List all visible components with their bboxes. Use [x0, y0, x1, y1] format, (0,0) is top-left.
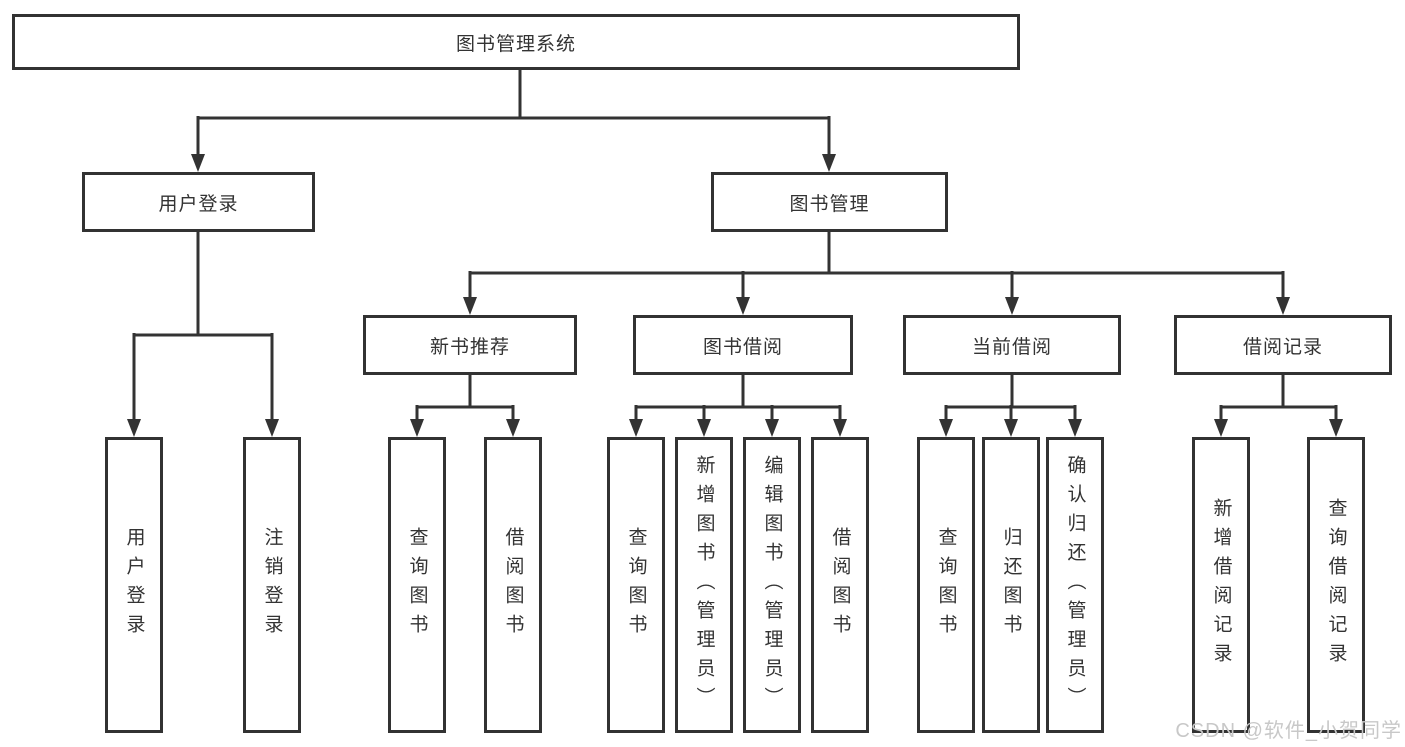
node-label: 注销登录: [261, 527, 283, 643]
csdn-watermark: CSDN @软件_小贺同学: [1175, 720, 1402, 742]
node-label: 查询图书: [625, 527, 647, 643]
node-label: 当前借阅: [971, 336, 1052, 358]
node-label: 新书推荐: [429, 336, 510, 358]
node-label: 归还图书: [1000, 527, 1022, 643]
node-user-login: 用户登录: [82, 172, 315, 232]
connector-book-borrow-to-leaves: [629, 375, 847, 437]
node-leaf-return-books: 归还图书: [982, 437, 1040, 733]
node-leaf-borrow-books-borrowing: 借阅图书: [811, 437, 869, 733]
node-label: 新增图书（管理员）: [693, 454, 715, 716]
node-new-book-recommend: 新书推荐: [363, 315, 577, 375]
node-label: 查询借阅记录: [1325, 498, 1347, 672]
node-leaf-logout: 注销登录: [243, 437, 301, 733]
node-leaf-confirm-return-admin: 确认归还（管理员）: [1046, 437, 1104, 733]
node-book-borrowing: 图书借阅: [633, 315, 853, 375]
node-leaf-borrow-books-recommend: 借阅图书: [484, 437, 542, 733]
node-book-management: 图书管理: [711, 172, 948, 232]
node-library-management-system: 图书管理系统: [12, 14, 1020, 70]
node-label: 图书管理: [789, 193, 870, 215]
node-label: 借阅图书: [502, 527, 524, 643]
connector-user-login-to-leaves: [127, 232, 279, 437]
connector-borrow-record-to-leaves: [1214, 375, 1343, 437]
node-label: 查询图书: [406, 527, 428, 643]
node-label: 确认归还（管理员）: [1064, 454, 1086, 716]
node-current-borrowing: 当前借阅: [903, 315, 1121, 375]
connector-new-rec-to-leaves: [410, 375, 520, 437]
node-label: 新增借阅记录: [1210, 498, 1232, 672]
node-leaf-add-books-admin: 新增图书（管理员）: [675, 437, 733, 733]
node-leaf-edit-books-admin: 编辑图书（管理员）: [743, 437, 801, 733]
node-label: 编辑图书（管理员）: [761, 454, 783, 716]
node-label: 借阅图书: [829, 527, 851, 643]
node-leaf-query-borrow-record: 查询借阅记录: [1307, 437, 1365, 733]
node-label: 用户登录: [123, 527, 145, 643]
node-leaf-query-books-borrowing: 查询图书: [607, 437, 665, 733]
node-label: 查询图书: [935, 527, 957, 643]
node-leaf-query-books-current: 查询图书: [917, 437, 975, 733]
node-leaf-query-books-recommend: 查询图书: [388, 437, 446, 733]
connector-current-borrow-to-leaves: [939, 375, 1082, 437]
node-leaf-add-borrow-record: 新增借阅记录: [1192, 437, 1250, 733]
connector-root-to-level2: [191, 70, 836, 172]
node-label: 图书管理系统: [455, 33, 576, 55]
connector-book-mgmt-to-level3: [463, 232, 1290, 315]
node-label: 借阅记录: [1242, 336, 1323, 358]
node-borrowing-records: 借阅记录: [1174, 315, 1392, 375]
node-label: 图书借阅: [702, 336, 783, 358]
node-leaf-user-login: 用户登录: [105, 437, 163, 733]
node-label: 用户登录: [158, 193, 239, 215]
